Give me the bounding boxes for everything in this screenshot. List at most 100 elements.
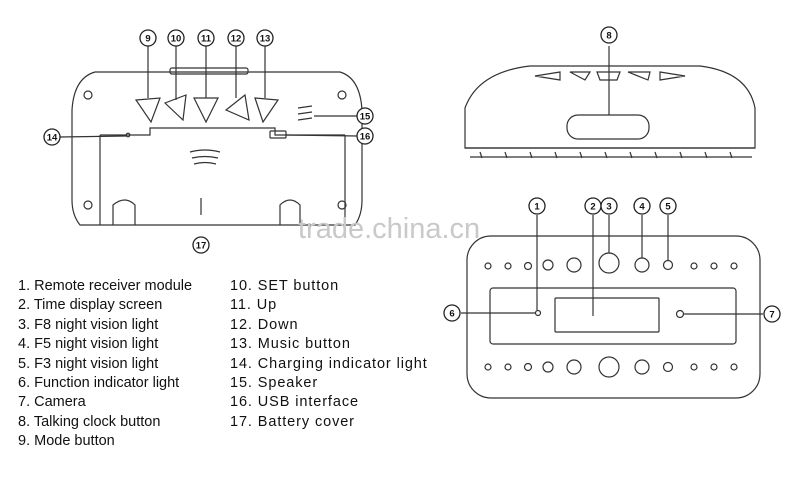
front-light <box>523 261 533 271</box>
callout-7-circle <box>763 305 781 323</box>
mode-button <box>134 97 161 124</box>
screw <box>83 90 93 100</box>
front-light <box>690 262 698 270</box>
front-light <box>634 359 650 375</box>
music-button <box>254 97 280 124</box>
callout-13: 13 <box>260 34 271 45</box>
legend-right: 10. SET button 11. Up 12. Down 13. Music… <box>230 277 428 432</box>
legend-item: 8. Talking clock button <box>18 413 161 430</box>
legend-item: 14. Charging indicator light <box>230 355 428 372</box>
front-light <box>542 361 554 373</box>
front-light <box>523 362 533 372</box>
legend-item: 5. F3 night vision light <box>18 355 159 372</box>
top-view-body <box>464 65 756 149</box>
front-light <box>566 359 582 375</box>
callout-1: 1 <box>534 202 540 213</box>
callout-15: 15 <box>360 112 371 123</box>
callout-7: 7 <box>769 310 774 321</box>
legend-item: 11. Up <box>230 297 278 314</box>
legend-item: 1. Remote receiver module <box>18 278 193 294</box>
legend-item: 13. Music button <box>230 336 351 353</box>
legend-item: 9. Mode button <box>18 433 115 450</box>
front-view-body <box>466 235 761 399</box>
camera <box>675 309 685 319</box>
callout-11: 11 <box>201 34 212 45</box>
callout-16-circle <box>356 127 374 145</box>
callout-4: 4 <box>639 202 645 213</box>
usb-port <box>269 130 287 139</box>
callout-9-circle <box>139 29 157 47</box>
legend-item: 2. Time display screen <box>18 297 163 314</box>
up-button <box>193 97 219 124</box>
f5-night-vision-light <box>634 257 650 273</box>
bottom-view <box>59 46 363 226</box>
legend-item: 16. USB interface <box>230 394 359 411</box>
legend-item: 17. Battery cover <box>230 413 355 430</box>
callout-5: 5 <box>665 202 671 213</box>
callout-10-circle <box>167 29 185 47</box>
callout-15-circle <box>356 107 374 125</box>
callout-8-circle <box>600 26 618 44</box>
front-panel <box>489 287 737 345</box>
callout-1-circle <box>528 197 546 215</box>
callout-12-circle <box>227 29 245 47</box>
legend-item: 6. Function indicator light <box>18 375 180 392</box>
screw <box>337 200 347 210</box>
battery-cover <box>100 127 345 136</box>
top-buttons <box>534 71 686 81</box>
callout-6: 6 <box>449 309 454 320</box>
legend-item: 10. SET button <box>230 278 340 294</box>
top-view <box>464 46 756 159</box>
foot <box>112 199 136 225</box>
callout-11-circle <box>197 29 215 47</box>
callout-3-circle <box>600 197 618 215</box>
talking-clock-button <box>566 114 650 140</box>
callout-6-circle <box>443 304 461 322</box>
front-light <box>598 356 620 378</box>
callout-2: 2 <box>590 202 595 213</box>
front-light <box>710 363 718 371</box>
vent <box>189 149 221 165</box>
callout-9: 9 <box>145 34 150 45</box>
front-light <box>710 262 718 270</box>
callout-10: 10 <box>171 34 182 45</box>
callout-12: 12 <box>231 34 242 45</box>
callout-14: 14 <box>47 133 58 144</box>
legend-item: 7. Camera <box>18 394 86 411</box>
front-light <box>484 262 492 270</box>
legend-item: 12. Down <box>230 316 299 333</box>
front-light <box>566 257 582 273</box>
callout-17-circle <box>192 236 210 254</box>
legend-item: 3. F8 night vision light <box>18 316 159 333</box>
callout-17: 17 <box>196 241 207 252</box>
front-light <box>662 361 674 373</box>
callout-5-circle <box>659 197 677 215</box>
front-light <box>504 262 512 270</box>
f8-night-vision-light <box>598 252 620 274</box>
callout-markers <box>43 26 781 323</box>
legend-item: 4. F5 night vision light <box>18 336 159 353</box>
front-light <box>730 363 738 371</box>
watermark: trade.china.cn <box>298 213 481 245</box>
callout-13-circle <box>256 29 274 47</box>
legend-item: 15. Speaker <box>230 375 319 392</box>
front-light <box>730 262 738 270</box>
bottom-view-body <box>71 71 363 226</box>
down-button <box>224 93 250 121</box>
front-light <box>690 363 698 371</box>
top-view-base-ridges <box>479 151 733 159</box>
top-tab <box>169 67 249 75</box>
time-display-screen <box>554 297 660 333</box>
f3-night-vision-light <box>662 259 674 271</box>
screw <box>337 90 347 100</box>
screw <box>83 200 93 210</box>
legend-left: 1. Remote receiver module 2. Time displa… <box>18 277 192 452</box>
front-light <box>484 363 492 371</box>
callout-8: 8 <box>606 31 611 42</box>
function-indicator-light <box>534 309 542 317</box>
front-view <box>461 215 763 399</box>
callout-3: 3 <box>606 202 611 213</box>
speaker-grille <box>297 105 313 121</box>
front-light <box>504 363 512 371</box>
